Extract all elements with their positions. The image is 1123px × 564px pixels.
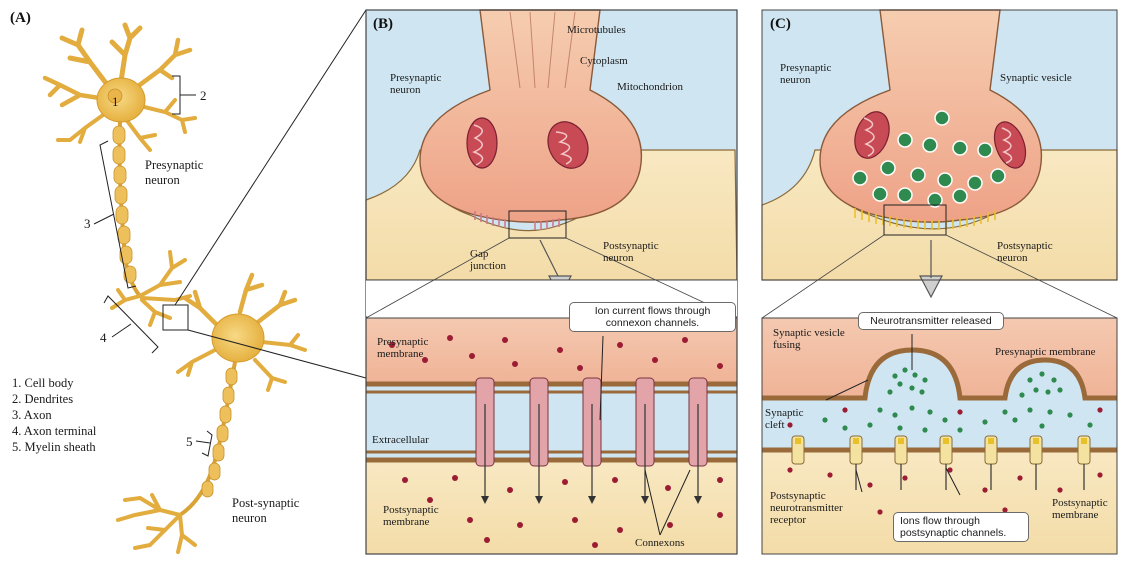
presynaptic-neuron-label-a: Presynaptic neuron [145,158,225,188]
legend-item: 5. Myelin sheath [12,439,96,455]
connexons-label: Connexons [635,537,685,549]
marker-2: 2 [200,88,207,104]
panel-a-label: (A) [10,10,31,27]
presynaptic-membrane-label-b: Presynaptic membrane [377,336,447,360]
microtubules-label: Microtubules [567,24,626,36]
mitochondrion-label: Mitochondrion [617,81,683,93]
zoom-line-bottom [188,330,366,378]
ions-flow-callout: Ions flow through postsynaptic channels. [893,512,1029,542]
marker-3: 3 [84,216,91,232]
marker-4: 4 [100,330,107,346]
postsynaptic-neuron-label-c: Postsynaptic neuron [997,240,1072,264]
cytoplasm-label: Cytoplasm [580,55,628,67]
synaptic-cleft-label: Synaptic cleft [765,407,815,431]
postsynaptic-membrane-label-c: Postsynaptic membrane [1052,497,1117,521]
postsynaptic-membrane-label-b: Postsynaptic membrane [383,504,453,528]
neurotransmitter-released-callout: Neurotransmitter released [858,312,1004,330]
postsynaptic-terminal-branches [118,495,195,552]
gap-junction-label: Gap junction [470,248,520,272]
bracket-2 [172,76,180,114]
presynaptic-neuron-label-c: Presynaptic neuron [780,62,855,86]
vesicle-fusing-label: Synaptic vesicle fusing [773,327,858,351]
bracket-5 [202,431,212,456]
arrow-c [920,276,942,297]
postsynaptic-neuron-label-b: Postsynaptic neuron [603,240,678,264]
panel-c-chemical-synapse [762,10,1117,554]
receptor-label: Postsynaptic neurotransmitter receptor [770,490,860,526]
legend-item: 2. Dendrites [12,391,96,407]
marker-1: 1 [112,94,119,110]
legend-item: 1. Cell body [12,375,96,391]
panel-c-label: (C) [770,16,791,33]
panel-b-label: (B) [373,16,393,33]
legend-item: 3. Axon [12,407,96,423]
presynaptic-axon [113,122,140,296]
legend: 1. Cell body 2. Dendrites 3. Axon 4. Axo… [12,375,96,455]
legend-item: 4. Axon terminal [12,423,96,439]
extracellular-label: Extracellular [372,434,429,446]
synaptic-vesicle-label: Synaptic vesicle [1000,72,1072,84]
postsynaptic-neuron-label-a: Post-synaptic neuron [232,496,312,526]
ion-current-callout: Ion current flows through connexon chann… [569,302,736,332]
marker-5: 5 [186,434,193,450]
presynaptic-membrane-label-c: Presynaptic membrane [995,346,1096,358]
presynaptic-neuron-label-b: Presynaptic neuron [390,72,460,96]
postsynaptic-cell-body [212,314,264,362]
